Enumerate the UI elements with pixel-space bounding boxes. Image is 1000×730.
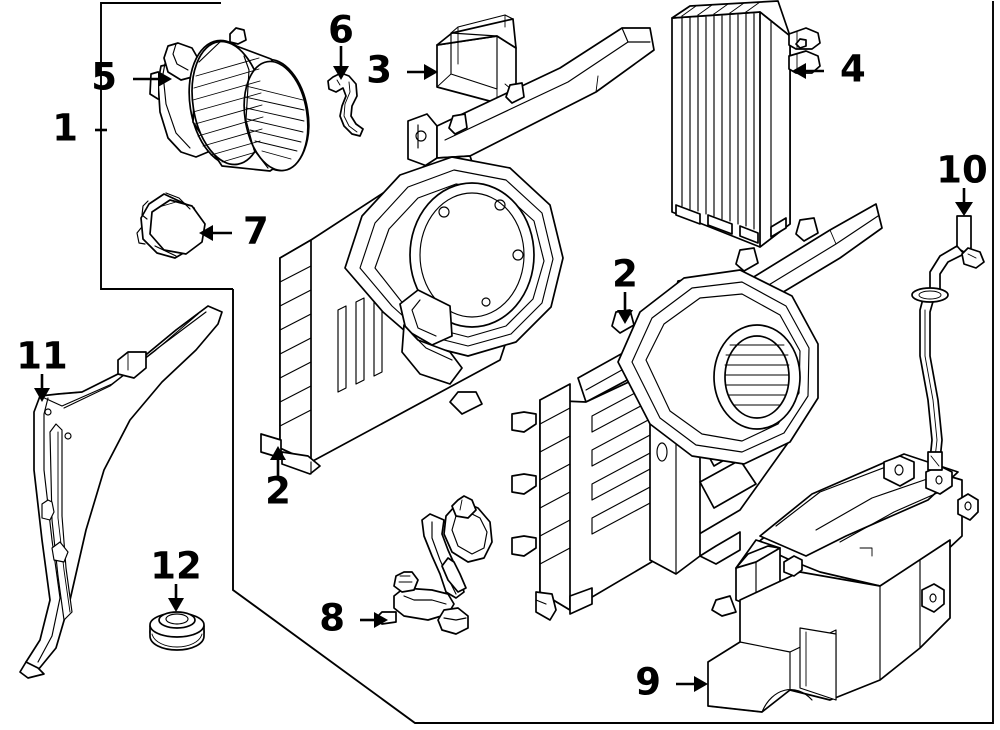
- outline-main: [232, 1, 994, 724]
- callout-number-1[interactable]: 1: [52, 107, 78, 150]
- callout-number-5[interactable]: 5: [91, 56, 117, 99]
- group-1-box: [100, 2, 233, 290]
- callout-number-2a[interactable]: 2: [612, 253, 638, 296]
- callout-number-7[interactable]: 7: [243, 210, 269, 253]
- callout-number-12[interactable]: 12: [150, 545, 202, 588]
- part-case-housing-left: [260, 27, 655, 475]
- callout-number-3[interactable]: 3: [366, 49, 392, 92]
- callout-leaders: [34, 46, 973, 692]
- callout-number-6[interactable]: 6: [328, 9, 354, 52]
- part-drain-hose-short: [327, 72, 364, 137]
- part-mode-door-actuator: [375, 495, 493, 635]
- callout-number-11[interactable]: 11: [16, 335, 68, 378]
- callout-numbers: 1 5 6 3 4 7 10 2 2 11 12 8 9: [16, 9, 988, 704]
- callout-number-2b[interactable]: 2: [265, 470, 291, 513]
- part-lower-case-cover: [707, 453, 979, 713]
- callout-number-4[interactable]: 4: [840, 48, 866, 91]
- part-blower-motor-fan: [149, 27, 310, 172]
- callout-number-9[interactable]: 9: [635, 661, 661, 704]
- callout-number-10[interactable]: 10: [936, 149, 988, 192]
- part-evaporator-core: [671, 0, 821, 248]
- part-case-housing-right: [511, 203, 883, 621]
- part-side-duct-trim: [19, 305, 223, 679]
- part-blower-resistor: [136, 192, 206, 259]
- part-grommet-seal: [149, 611, 205, 651]
- part-drain-tube-long: [911, 215, 985, 471]
- part-cabin-air-filter: [436, 14, 517, 104]
- callout-number-8[interactable]: 8: [319, 597, 345, 640]
